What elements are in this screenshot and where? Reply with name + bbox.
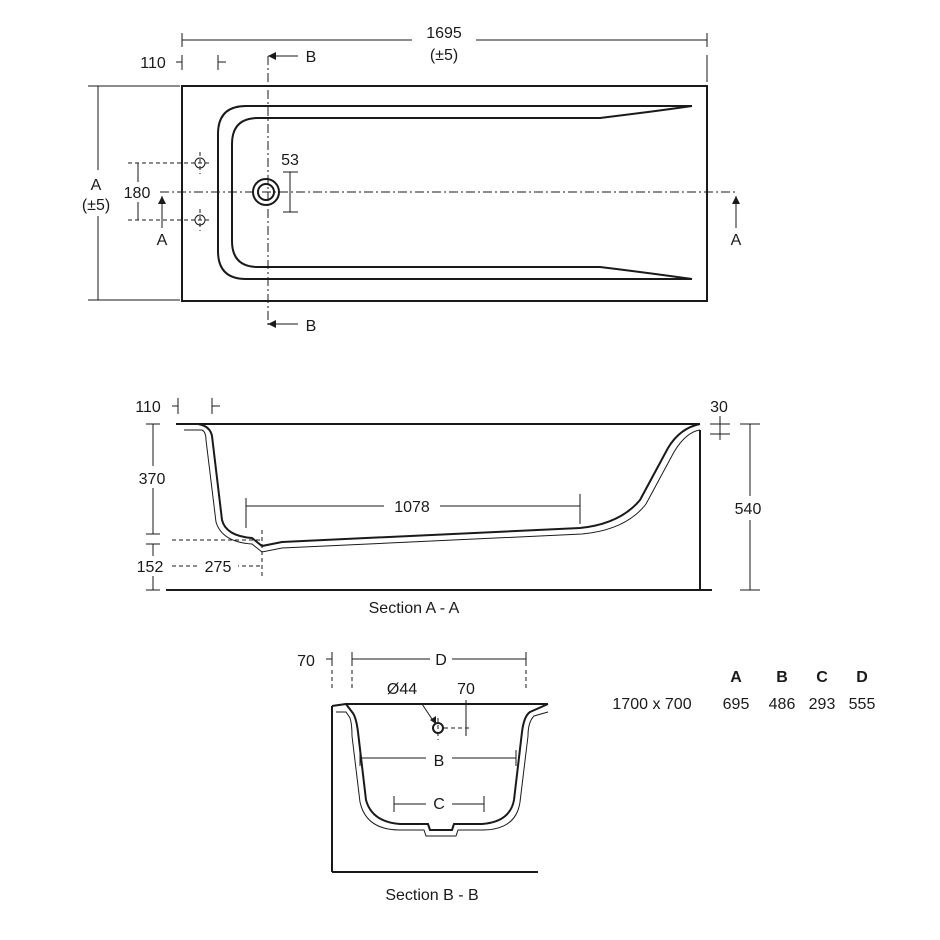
tap-hole-lower [128, 209, 212, 231]
top-view: 1695 (±5) 110 B B A (±5) [72, 22, 742, 335]
overall-height-label: 540 [735, 501, 762, 518]
foot-height-label: 152 [137, 559, 164, 576]
section-b-marker-bottom: B [306, 318, 317, 335]
table-cell-d: 555 [849, 696, 876, 713]
tap-spacing-label: 180 [124, 185, 151, 202]
tap-hole-upper [128, 152, 212, 174]
section-aa-caption: Section A - A [369, 600, 460, 617]
inner-depth-label: 370 [139, 471, 166, 488]
table-header-b: B [776, 669, 788, 686]
waste-diameter-label: Ø44 [387, 681, 417, 698]
section-a-marker-left: A [157, 232, 168, 249]
rim-thickness-label: 30 [710, 399, 728, 416]
table-header-a: A [730, 669, 742, 686]
waste-distance-label: 275 [205, 559, 232, 576]
overall-length-label: 1695 [426, 25, 462, 42]
rim-offset-label-bb: 70 [297, 653, 315, 670]
mid-width-label: B [434, 753, 445, 770]
bottom-width-label: C [433, 796, 445, 813]
waste-offset-label-bb: 70 [457, 681, 475, 698]
section-bb-caption: Section B - B [385, 887, 478, 904]
section-bb-shell [331, 702, 549, 831]
width-label: A [91, 177, 102, 194]
table-row-size: 1700 x 700 [612, 696, 691, 713]
dimension-table: A B C D 1700 x 700 695 486 293 555 [612, 669, 875, 713]
section-a-marker-right: A [731, 232, 742, 249]
bottom-length-label: 1078 [394, 499, 430, 516]
table-cell-c: 293 [809, 696, 836, 713]
overall-length-tolerance: (±5) [430, 47, 458, 64]
section-bb-view: 70 D Ø44 70 B C Section B - B [297, 648, 549, 904]
bath-outline [181, 85, 708, 302]
section-b-marker-top: B [306, 49, 317, 66]
section-aa-shell [176, 423, 701, 548]
table-header-c: C [816, 669, 828, 686]
table-row: 1700 x 700 695 486 293 555 [612, 696, 875, 713]
waste-outlet [252, 178, 280, 206]
rim-offset-label-top: 110 [140, 55, 166, 72]
table-cell-b: 486 [769, 696, 796, 713]
table-header-d: D [856, 669, 868, 686]
waste-offset-label: 53 [281, 152, 299, 169]
section-aa-view: 110 30 370 152 275 1078 5 [130, 398, 772, 617]
table-cell-a: 695 [723, 696, 750, 713]
rim-offset-label-aa: 110 [135, 399, 161, 416]
width-tolerance: (±5) [82, 197, 110, 214]
top-width-label: D [435, 652, 447, 669]
